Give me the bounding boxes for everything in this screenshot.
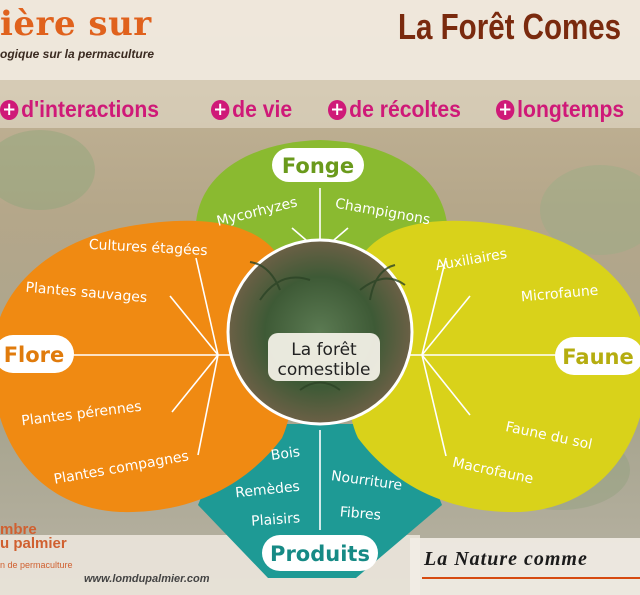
faune-title-pill — [555, 337, 640, 375]
center-label-box — [268, 333, 380, 381]
flore-title: Flore — [4, 343, 65, 367]
faune-petal — [344, 220, 640, 513]
benefit-interactions: +d'interactions — [0, 96, 159, 123]
faune-item: Microfaune — [520, 283, 599, 306]
site-url[interactable]: www.lomdupalmier.com — [84, 573, 210, 585]
benefit-vie: +de vie — [211, 96, 292, 123]
produits-item: Remèdes — [235, 479, 301, 502]
produits-item: Fibres — [339, 504, 381, 524]
plus-icon: + — [496, 100, 515, 120]
produits-item: Bois — [270, 444, 301, 464]
plus-icon: + — [211, 100, 230, 120]
plus-icon: + — [328, 100, 347, 120]
plus-icon: + — [0, 100, 19, 120]
palm-silhouettes — [249, 261, 406, 391]
divider-lines — [62, 188, 560, 530]
page-title: La Forêt Comes — [398, 6, 622, 47]
site-subtitle: ogique sur la permaculture — [0, 47, 155, 61]
flore-item: Cultures étagées — [88, 237, 207, 259]
produits-title: Produits — [270, 542, 370, 566]
center-label-line1: La forêt — [291, 340, 357, 360]
site-title: ière sur — [0, 4, 152, 44]
center-photo — [226, 238, 414, 426]
center-label-line2: comestible — [278, 360, 371, 380]
footer-underline — [422, 577, 640, 579]
fonge-title: Fonge — [282, 154, 354, 178]
produits-title-pill — [262, 535, 378, 571]
brand-logo-tagline: n de permaculture — [0, 560, 73, 570]
flore-title-pill — [0, 335, 74, 373]
produits-item: Plaisirs — [251, 510, 301, 529]
brand-logo: mbre u palmier — [0, 521, 67, 552]
flore-petal — [0, 220, 296, 513]
fonge-title-pill — [272, 148, 364, 182]
faune-title: Faune — [562, 345, 633, 369]
benefit-longtemps: +longtemps — [496, 96, 624, 123]
footer-tagline: La Nature comme — [424, 548, 588, 570]
benefit-recoltes: +de récoltes — [328, 96, 461, 123]
